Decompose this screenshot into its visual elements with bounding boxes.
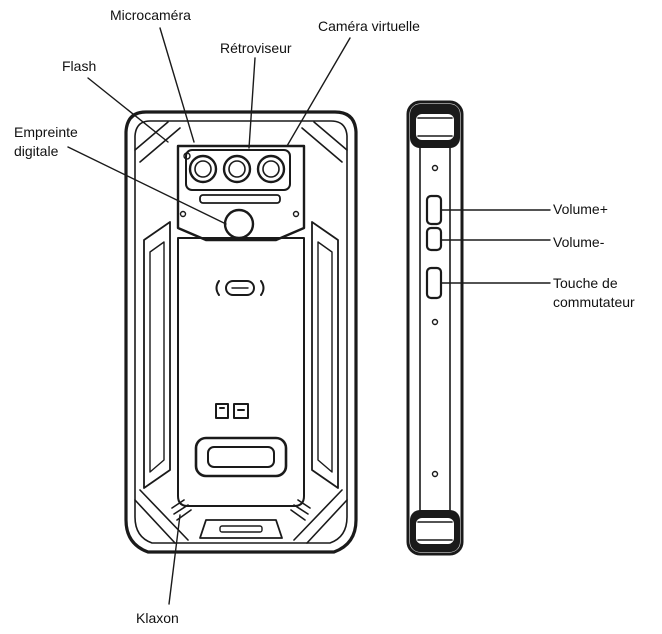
speaker-inner [207, 446, 275, 468]
volume-minus-button [425, 226, 443, 252]
label-flash: Flash [62, 58, 97, 74]
fingerprint-sensor-icon [223, 208, 255, 240]
leader-retroviseur [248, 57, 256, 149]
flash-led-icon [183, 152, 191, 160]
label-empreinte-line1: Empreinte [14, 124, 78, 140]
left-side-rail-inner [149, 241, 165, 473]
corner-bumper-bottom-right [293, 489, 348, 544]
leader-klaxon [168, 514, 181, 605]
label-camera-virtuelle: Caméra virtuelle [318, 18, 420, 34]
label-retroviseur: Rétroviseur [220, 40, 292, 56]
right-side-rail [311, 221, 339, 489]
back-inner-shell [134, 120, 348, 544]
leader-microcamera [159, 27, 195, 143]
nfc-logo-icon [215, 280, 265, 296]
volume-plus-button [425, 194, 443, 226]
side-screw-2 [431, 318, 439, 326]
module-screw-right [292, 210, 300, 218]
leader-empreinte [67, 146, 227, 225]
lens-1-icon [188, 154, 218, 184]
right-side-rail-inner [317, 241, 333, 473]
lens-2-icon [222, 154, 252, 184]
label-touche-line2: commutateur [553, 294, 635, 310]
side-outer-frame [406, 100, 464, 556]
callout-lines [67, 27, 551, 605]
label-empreinte-line2: digitale [14, 143, 59, 159]
switch-key-button [425, 266, 443, 300]
sensor-slot [199, 194, 281, 204]
side-screw-3 [431, 470, 439, 478]
corner-bumper-top-left [134, 121, 181, 163]
bottom-connector-housing [199, 519, 283, 539]
leader-camera-virtuelle [286, 37, 351, 147]
phone-side-view [406, 100, 464, 556]
back-outer-shell [124, 110, 358, 554]
horn-vent-right-icon [290, 499, 311, 521]
module-screw-left [179, 210, 187, 218]
lens-3-icon [256, 154, 286, 184]
phone-back-view [124, 110, 358, 554]
camera-module [176, 144, 306, 242]
camera-lens-strip [185, 149, 291, 191]
corner-bumper-bottom-left [134, 489, 189, 544]
speaker-outer [194, 436, 288, 478]
corner-bumper-top-right [301, 121, 348, 163]
label-touche-line1: Touche de [553, 275, 618, 291]
back-plate [177, 237, 305, 507]
label-klaxon: Klaxon [136, 610, 179, 626]
ip-rating-marks-icon [215, 403, 249, 419]
label-volume-minus: Volume- [553, 234, 605, 250]
side-screw-1 [431, 164, 439, 172]
label-volume-plus: Volume+ [553, 201, 608, 217]
left-side-rail [143, 221, 171, 489]
label-microcamera: Microcaméra [110, 7, 191, 23]
leader-flash [87, 77, 169, 143]
